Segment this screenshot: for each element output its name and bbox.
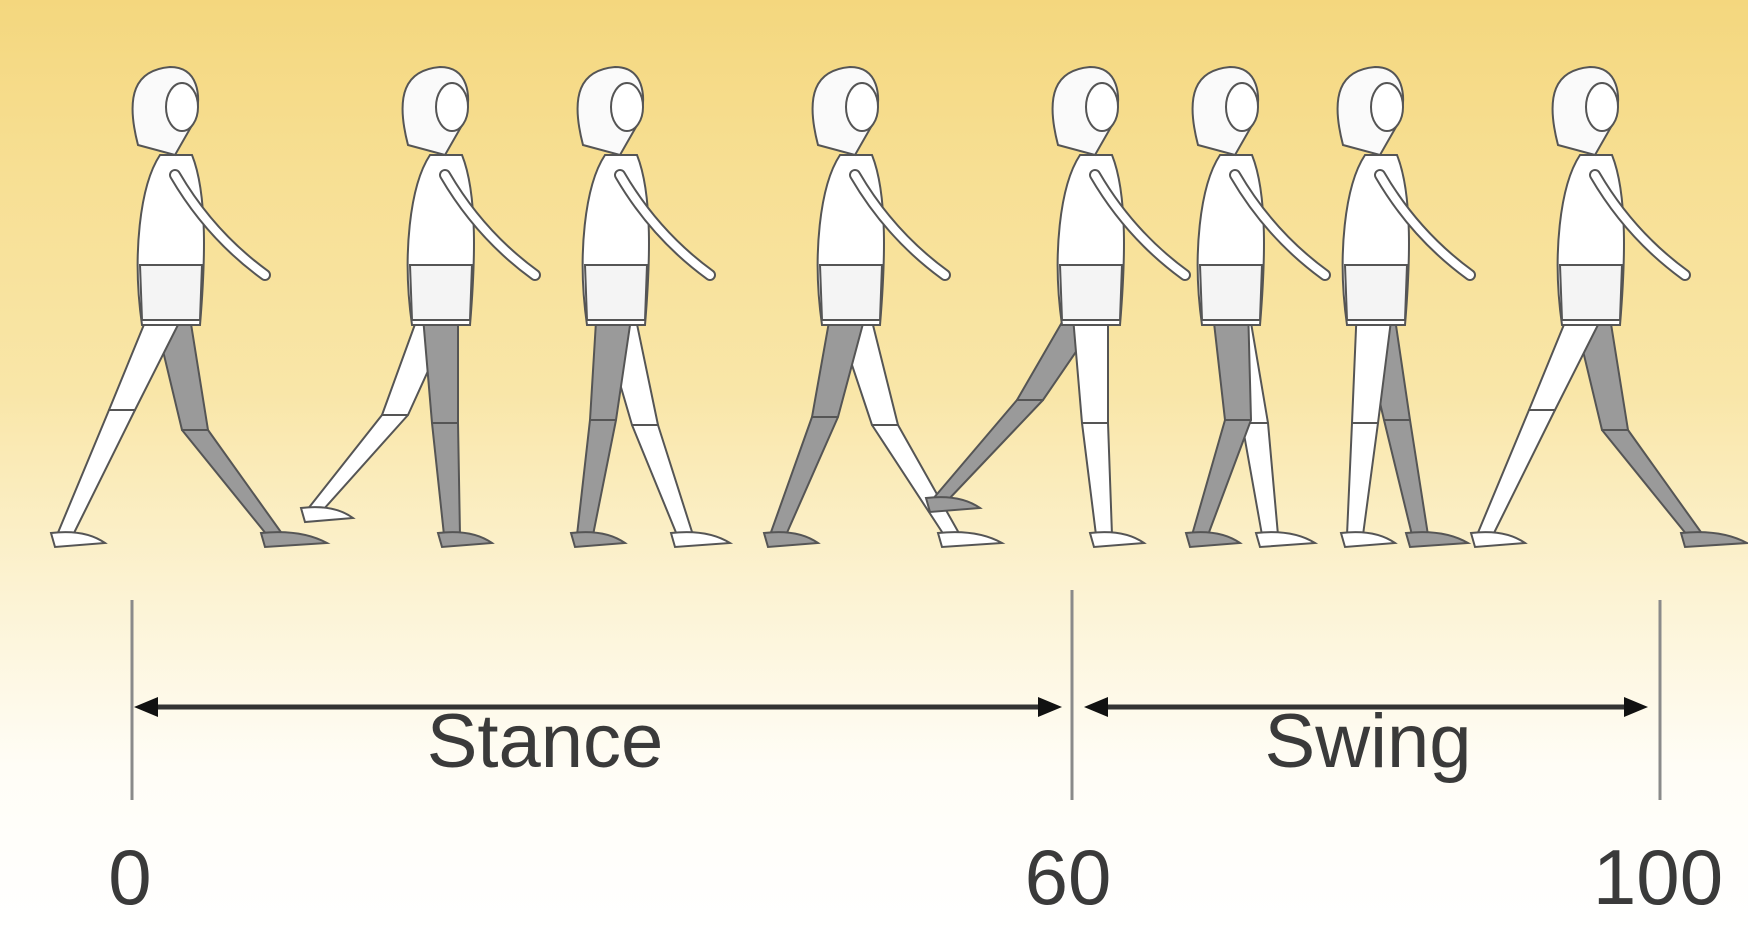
tick-label-60: 60 [1025, 832, 1112, 923]
stance-phase-label: Stance [427, 698, 664, 785]
stance-arrow-head-left [134, 697, 158, 717]
swing-phase-label: Swing [1265, 698, 1472, 785]
tick-label-100: 100 [1593, 832, 1723, 923]
swing-arrow-head-left [1084, 697, 1108, 717]
swing-arrow-head-right [1624, 697, 1648, 717]
tick-label-0: 0 [108, 832, 151, 923]
stance-arrow-head-right [1038, 697, 1062, 717]
